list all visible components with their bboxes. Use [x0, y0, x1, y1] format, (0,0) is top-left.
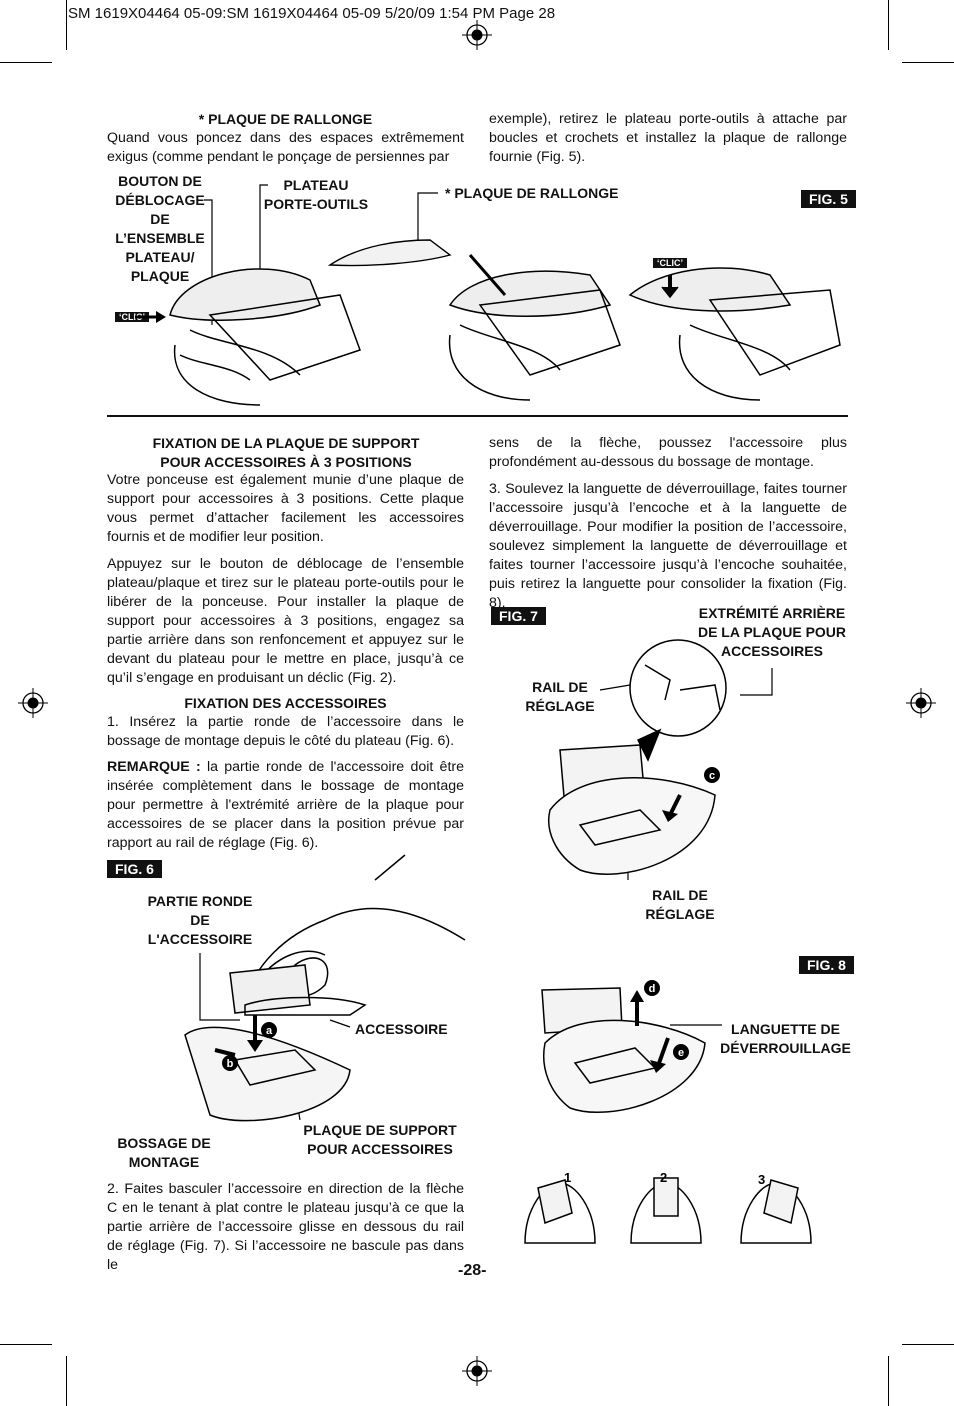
fig5-clic-badge: ‘CLIC’: [653, 258, 687, 268]
paragraph-installation: Appuyez sur le bouton de déblocage de l’…: [107, 556, 464, 686]
paragraph-step3: 3. Soulevez la languette de déverrouilla…: [489, 481, 847, 611]
fig6-label-plaque: PLAQUE DE SUPPORT POUR ACCESSOIRES: [303, 1122, 457, 1157]
fig6-label-bossage: BOSSAGE DE MONTAGE: [117, 1135, 211, 1170]
rallonge-paragraph-left: Quand vous poncez dans des espaces extrê…: [107, 130, 464, 165]
fig5-label-plateau: PLATEAU PORTE-OUTILS: [263, 177, 369, 212]
fig7-label-extremite: EXTRÉMITÉ ARRIÈRE DE LA PLAQUE POUR ACCE…: [697, 605, 847, 659]
registration-mark-icon: [462, 1356, 492, 1386]
heading-fixation-accessoires: FIXATION DES ACCESSOIRES: [184, 695, 387, 711]
registration-mark-icon: [462, 20, 492, 50]
paragraph-step2-continued: sens de la flèche, poussez l'accessoire …: [489, 435, 847, 470]
fig8-marker-e: e: [678, 1047, 684, 1059]
fig6-marker-b: b: [227, 1058, 234, 1070]
paragraph-step1: 1. Insérez la partie ronde de l’accessoi…: [107, 714, 464, 749]
crop-mark: [902, 1344, 954, 1345]
fig6-marker-a: a: [266, 1025, 273, 1037]
position-2-icon: 2: [630, 1170, 702, 1244]
registration-mark-icon: [906, 688, 936, 718]
fig8-badge: FIG. 8: [799, 956, 854, 974]
remarque-text: la partie ronde de l'accessoire doit êtr…: [107, 759, 464, 851]
fig6-label-accessoire: ACCESSOIRE: [355, 1021, 448, 1037]
paragraph-remarque: REMARQUE : la partie ronde de l'accessoi…: [107, 758, 464, 853]
fig6-illustration: a b: [184, 854, 466, 1122]
crop-mark: [888, 1356, 889, 1406]
page-number: -28-: [458, 1262, 487, 1279]
fig7-marker-c: c: [709, 770, 715, 782]
crop-mark: [66, 1356, 67, 1406]
position-3-label: 3: [758, 1172, 765, 1187]
section-divider: [107, 415, 848, 417]
heading-fixation-plaque: FIXATION DE LA PLAQUE DE SUPPORT POUR AC…: [152, 435, 420, 470]
fig5-clic-badge: ‘CLIC’: [115, 312, 149, 322]
fig6-label-partie-ronde: PARTIE RONDE DE L'ACCESSOIRE: [147, 893, 253, 947]
position-1-icon: 1: [524, 1170, 596, 1244]
fig5-illustration: [135, 184, 841, 406]
paragraph-plaque-intro: Votre ponceuse est également munie d’une…: [107, 472, 464, 545]
fig8-marker-d: d: [649, 983, 656, 995]
position-2-label: 2: [660, 1170, 667, 1185]
fig6-badge: FIG. 6: [107, 860, 162, 878]
fig8-illustration: d e: [541, 980, 722, 1113]
paragraph-step2: 2. Faites basculer l’accessoire en direc…: [107, 1181, 464, 1273]
position-3-icon: 3: [740, 1172, 812, 1244]
crop-mark: [902, 62, 954, 63]
crop-mark: [0, 62, 52, 63]
registration-mark-icon: [18, 688, 48, 718]
crop-mark: [66, 0, 67, 50]
section-heading-rallonge: * PLAQUE DE RALLONGE: [198, 111, 373, 127]
rallonge-paragraph-right: exemple), retirez le plateau porte-outil…: [489, 111, 847, 165]
fig5-label-rallonge: * PLAQUE DE RALLONGE: [445, 185, 619, 201]
fig7-label-rail-top: RAIL DE RÉGLAGE: [525, 679, 595, 714]
position-1-label: 1: [564, 1170, 571, 1185]
fig8-label-languette: LANGUETTE DE DÉVERROUILLAGE: [720, 1021, 851, 1056]
remarque-label: REMARQUE :: [107, 759, 201, 775]
fig7-badge: FIG. 7: [491, 607, 546, 625]
fig7-illustration: c: [548, 639, 773, 880]
crop-mark: [888, 0, 889, 50]
fig7-label-rail-bottom: RAIL DE RÉGLAGE: [645, 887, 715, 922]
crop-mark: [0, 1344, 52, 1345]
fig5-label-bouton: BOUTON DE DÉBLOCAGE DE L’ENSEMBLE PLATEA…: [115, 173, 205, 284]
print-header: SM 1619X04464 05-09:SM 1619X04464 05-09 …: [68, 5, 556, 22]
fig5-badge: FIG. 5: [801, 190, 856, 208]
